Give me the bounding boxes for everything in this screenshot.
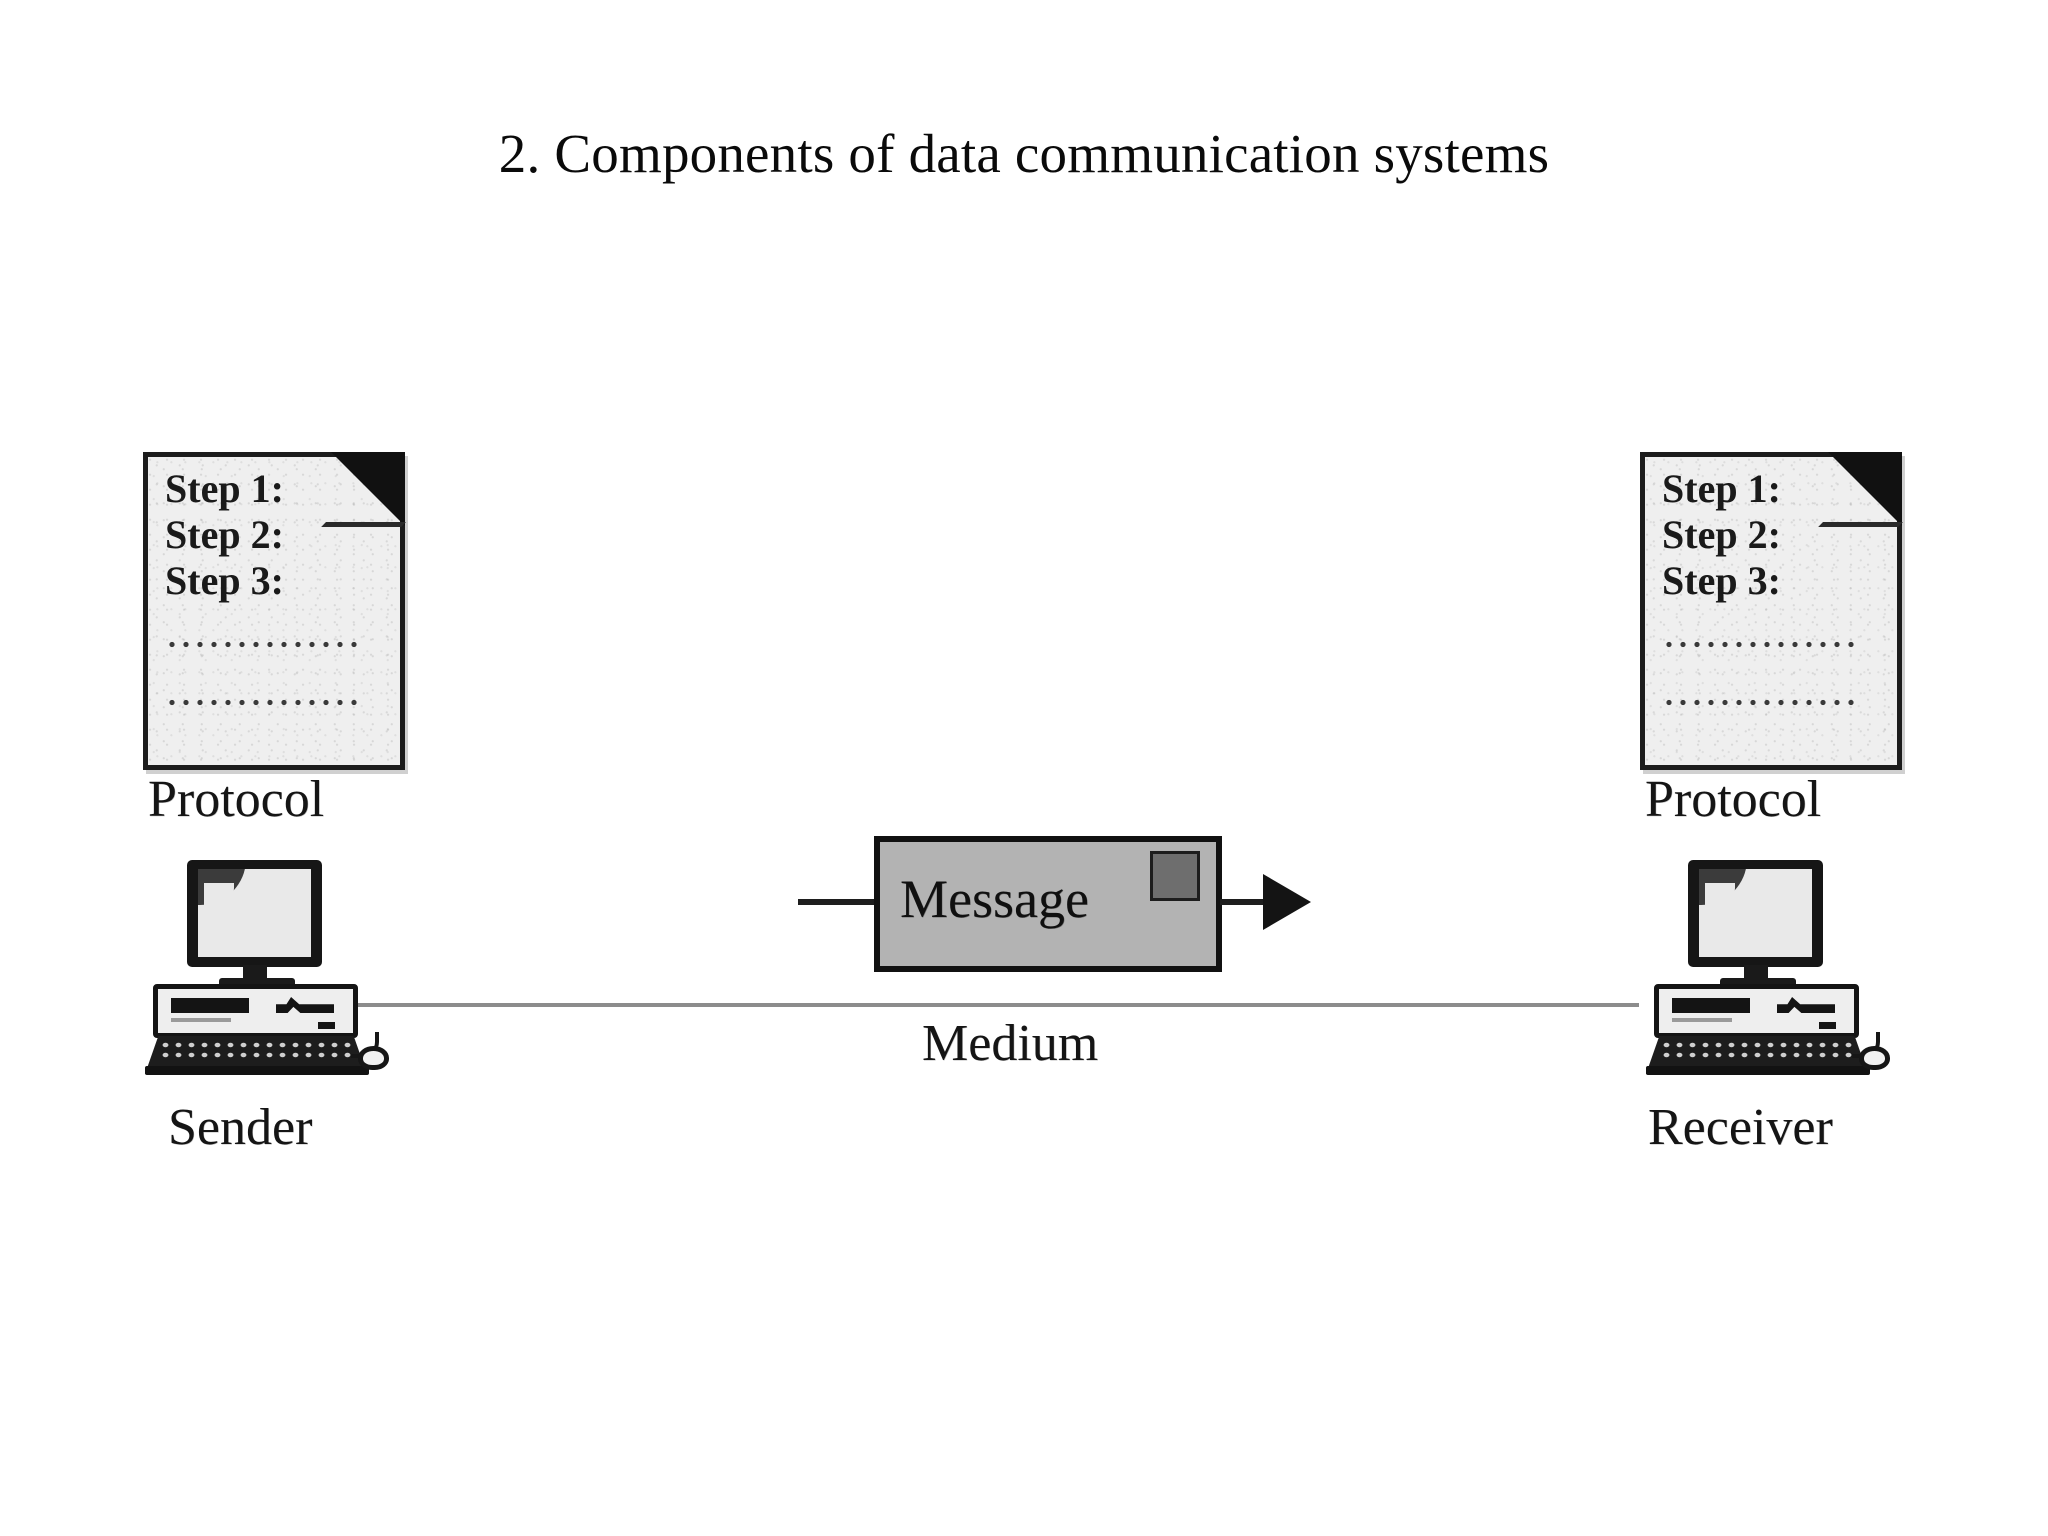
protocol-document-right: Step 1: Step 2: Step 3: (1640, 452, 1903, 770)
screen (1699, 869, 1812, 957)
screen (198, 869, 311, 957)
protocol-step: Step 3: (1662, 558, 1781, 603)
protocol-step: Step 1: (1662, 466, 1781, 511)
protocol-step: Step 3: (165, 558, 284, 603)
medium-connection-line (355, 1003, 1639, 1007)
protocol-step: Step 2: (165, 512, 284, 557)
message-outbound-line (1220, 899, 1272, 905)
monitor-neck (243, 965, 267, 981)
keyboard-base (1646, 1066, 1870, 1075)
protocol-dotted-line (165, 698, 361, 707)
page-fold-edge-icon (321, 522, 406, 527)
monitor-icon (1688, 860, 1823, 967)
protocol-step: Step 1: (165, 466, 284, 511)
floppy-drive-slot (171, 998, 249, 1013)
page-fold-icon (331, 452, 405, 526)
keyboard-base (145, 1066, 369, 1075)
page-fold-edge-icon (1818, 522, 1903, 527)
mouse-icon (358, 1046, 389, 1070)
protocol-label-left: Protocol (148, 771, 325, 828)
monitor-foot (219, 978, 295, 987)
message-box: Message (874, 836, 1222, 972)
sender-computer-icon (145, 860, 395, 1075)
monitor-neck (1744, 965, 1768, 981)
protocol-dotted-line (165, 640, 361, 649)
computer-case-icon (1654, 984, 1859, 1038)
medium-label: Medium (922, 1015, 1099, 1072)
protocol-steps-right: Step 1: Step 2: Step 3: (1662, 466, 1781, 604)
protocol-steps-left: Step 1: Step 2: Step 3: (165, 466, 284, 604)
power-led (1819, 1022, 1836, 1029)
keyboard-keys (1660, 1040, 1854, 1060)
receiver-label: Receiver (1648, 1099, 1833, 1156)
mouse-icon (1859, 1046, 1890, 1070)
monitor-icon (187, 860, 322, 967)
message-label: Message (900, 869, 1089, 929)
receiver-computer-icon (1646, 860, 1896, 1075)
page-title: 2. Components of data communication syst… (498, 123, 1550, 184)
monitor-foot (1720, 978, 1796, 987)
screen-glare-inner (204, 883, 234, 917)
sender-label: Sender (168, 1099, 313, 1156)
case-logo (276, 997, 334, 1013)
page-fold-icon (1828, 452, 1902, 526)
message-inbound-line (798, 899, 878, 905)
arrow-right-icon (1263, 874, 1311, 930)
protocol-dotted-line (1662, 698, 1858, 707)
drive-detail (1672, 1018, 1732, 1022)
computer-case-icon (153, 984, 358, 1038)
floppy-drive-slot (1672, 998, 1750, 1013)
protocol-step: Step 2: (1662, 512, 1781, 557)
power-led (318, 1022, 335, 1029)
keyboard-keys (159, 1040, 353, 1060)
case-logo (1777, 997, 1835, 1013)
protocol-label-right: Protocol (1645, 771, 1822, 828)
screen-glare-inner (1705, 883, 1735, 917)
stamp-icon (1150, 851, 1200, 901)
drive-detail (171, 1018, 231, 1022)
protocol-document-left: Step 1: Step 2: Step 3: (143, 452, 406, 770)
protocol-dotted-line (1662, 640, 1858, 649)
